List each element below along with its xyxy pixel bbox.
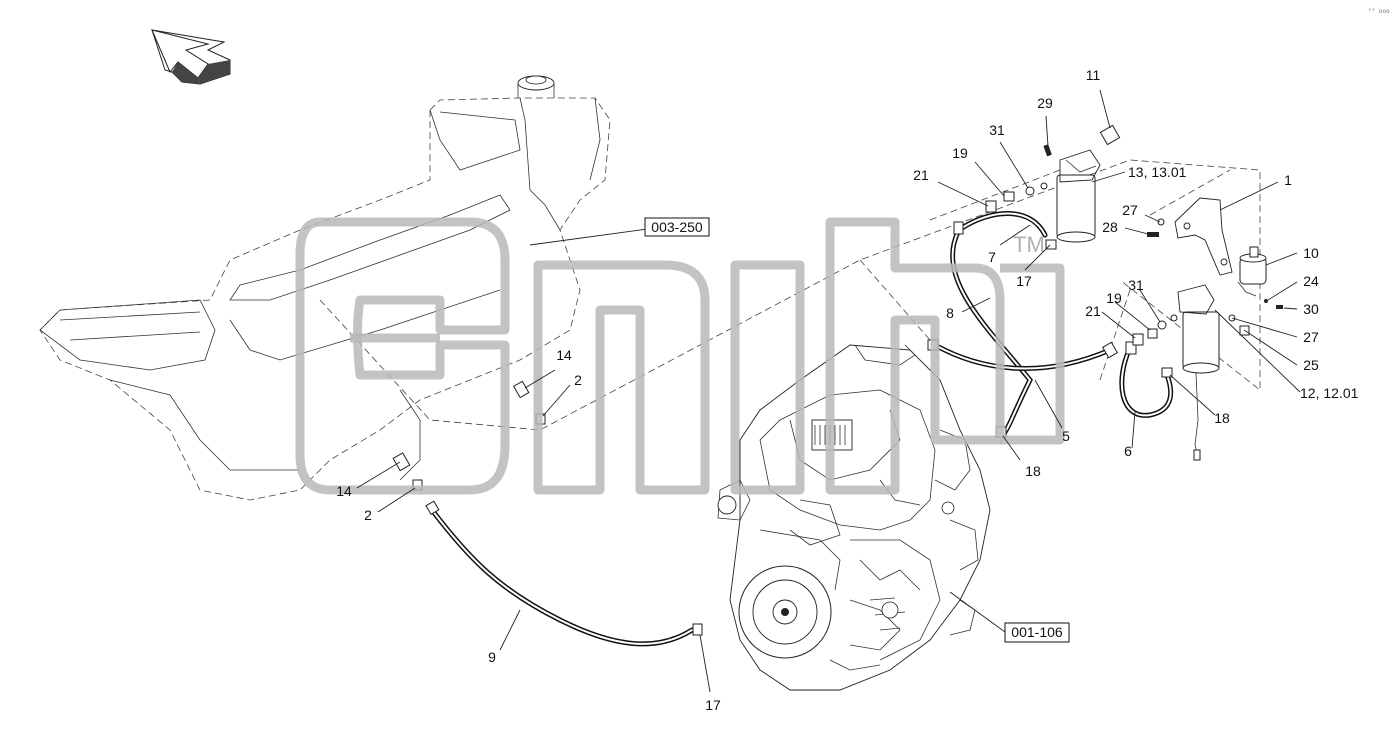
callout-1: 1 bbox=[1284, 172, 1292, 188]
callout-21b: 21 bbox=[1085, 303, 1101, 319]
callout-labels: 11 29 31 19 21 13, 13.01 1 27 28 7 17 10… bbox=[336, 67, 1358, 713]
callout-31: 31 bbox=[989, 122, 1005, 138]
callout-30: 30 bbox=[1303, 301, 1319, 317]
corner-mark: °° ooo bbox=[1368, 8, 1390, 15]
ref-box-001-106: 001-106 bbox=[1004, 622, 1070, 643]
callout-11: 11 bbox=[1086, 67, 1101, 83]
fuel-tank bbox=[39, 75, 611, 501]
watermark: TM bbox=[295, 217, 1065, 495]
callout-18: 18 bbox=[1214, 410, 1230, 426]
fuel-hoses bbox=[429, 211, 1174, 647]
pump-10 bbox=[1237, 246, 1267, 297]
callout-31b: 31 bbox=[1128, 277, 1144, 293]
callout-27: 27 bbox=[1122, 202, 1138, 218]
callout-8: 8 bbox=[946, 305, 954, 321]
hose-9 bbox=[429, 507, 695, 647]
hose-6 bbox=[1119, 345, 1174, 418]
fuel-filter-12 bbox=[1177, 284, 1220, 461]
svg-text:001-106: 001-106 bbox=[1011, 624, 1063, 640]
engine bbox=[717, 344, 991, 691]
watermark-tm: TM bbox=[1013, 232, 1045, 257]
callout-12-12-01: 12, 12.01 bbox=[1300, 385, 1359, 401]
callout-29: 29 bbox=[1037, 95, 1053, 111]
callout-5: 5 bbox=[1062, 428, 1070, 444]
callout-17b: 17 bbox=[705, 697, 721, 713]
callout-27b: 27 bbox=[1303, 329, 1319, 345]
fuel-filter-13 bbox=[1056, 149, 1101, 243]
callout-14: 14 bbox=[556, 347, 572, 363]
callout-18b: 18 bbox=[1025, 463, 1041, 479]
callout-28: 28 bbox=[1102, 219, 1118, 235]
orientation-arrow-icon bbox=[151, 29, 231, 85]
callout-14b: 14 bbox=[336, 483, 352, 499]
callout-19: 19 bbox=[952, 145, 968, 161]
callout-7: 7 bbox=[988, 249, 996, 265]
callout-19b: 19 bbox=[1106, 290, 1122, 306]
callout-leaders bbox=[356, 89, 1301, 693]
svg-text:003-250: 003-250 bbox=[651, 219, 703, 235]
callout-2: 2 bbox=[574, 372, 582, 388]
callout-6: 6 bbox=[1124, 443, 1132, 459]
callout-13-13-01: 13, 13.01 bbox=[1128, 164, 1187, 180]
callout-24: 24 bbox=[1303, 273, 1319, 289]
callout-25: 25 bbox=[1303, 357, 1319, 373]
callout-17: 17 bbox=[1016, 273, 1032, 289]
callout-9: 9 bbox=[488, 649, 496, 665]
callout-10: 10 bbox=[1303, 245, 1319, 261]
ref-box-003-250: 003-250 bbox=[644, 217, 710, 237]
callout-2b: 2 bbox=[364, 507, 372, 523]
callout-21: 21 bbox=[913, 167, 929, 183]
bracket-1 bbox=[1174, 197, 1233, 276]
